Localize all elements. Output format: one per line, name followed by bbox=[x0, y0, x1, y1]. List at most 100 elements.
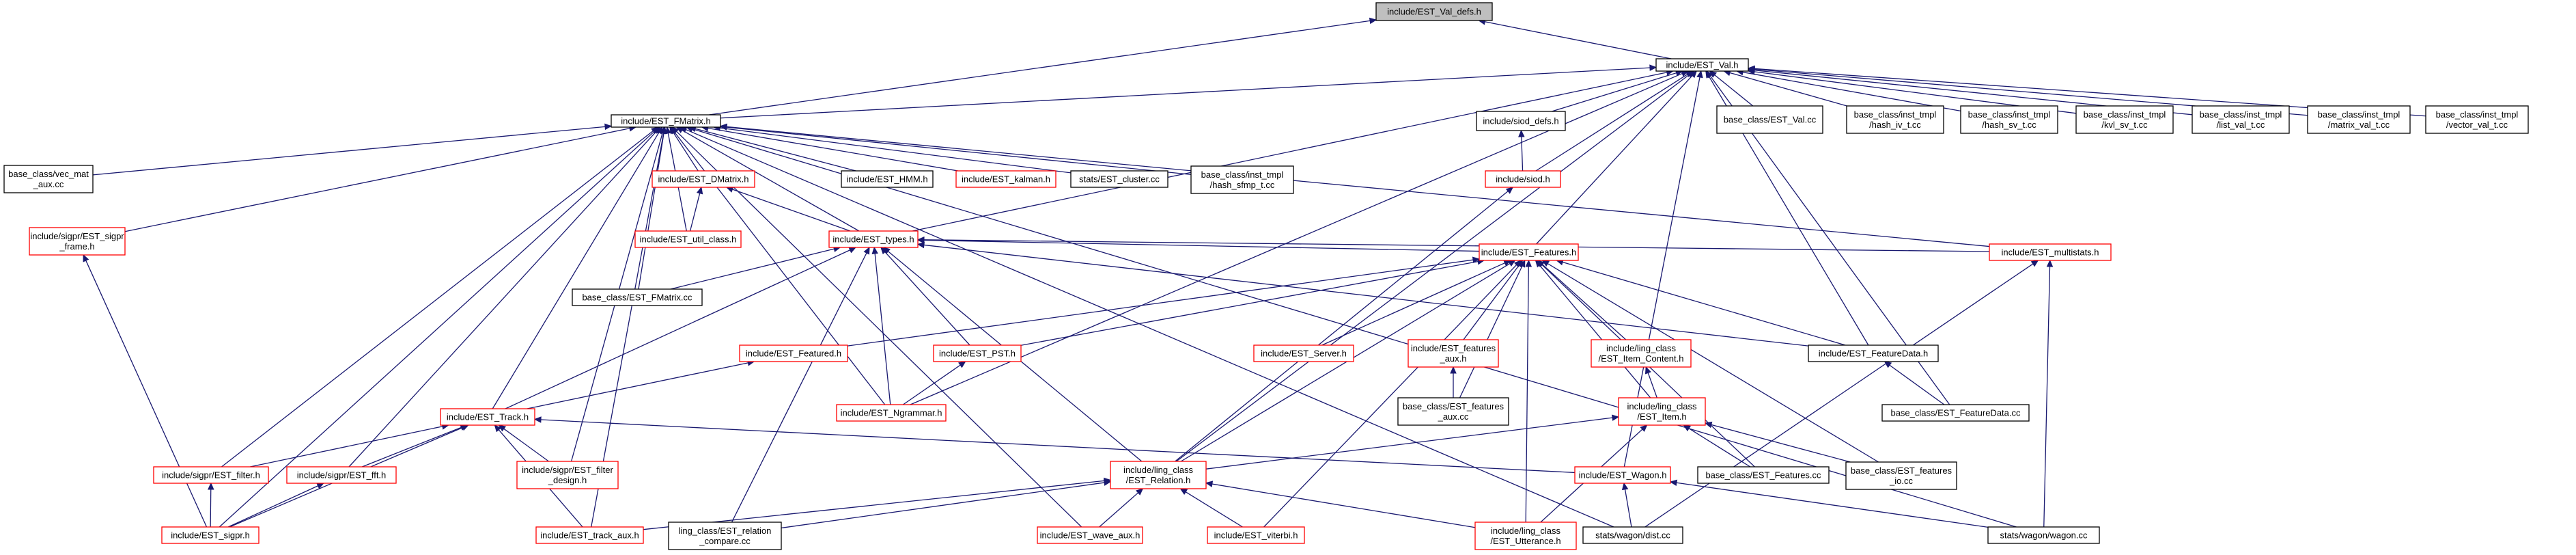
node-label: include/EST_util_class.h bbox=[640, 234, 737, 245]
node-box bbox=[634, 230, 742, 248]
edge-sigpr_h-to-fmatrix_h bbox=[219, 126, 660, 528]
node-vector-val[interactable]: base_class/inst_tmpl/vector_val_t.cc bbox=[2425, 105, 2529, 134]
node-label: base_class/EST_features bbox=[1403, 401, 1504, 411]
node-server[interactable]: include/EST_Server.h bbox=[1253, 344, 1354, 362]
node-hash-iv[interactable]: base_class/inst_tmpl/hash_iv_t.cc bbox=[1846, 105, 1944, 134]
node-wagon-cc[interactable]: stats/wagon/wagon.cc bbox=[1987, 526, 2100, 544]
node-box bbox=[29, 227, 126, 256]
edge-dist_cc-to-wagon_h bbox=[1621, 482, 1632, 528]
node-features-io[interactable]: base_class/EST_features_io.cc bbox=[1845, 461, 1957, 490]
node-util-class[interactable]: include/EST_util_class.h bbox=[634, 230, 742, 248]
node-val[interactable]: include/EST_Val.h bbox=[1655, 58, 1749, 72]
node-box bbox=[1574, 466, 1671, 484]
node-wave-aux[interactable]: include/EST_wave_aux.h bbox=[1037, 526, 1143, 544]
node-fmatrix-h[interactable]: include/EST_FMatrix.h bbox=[611, 114, 721, 128]
node-dmatrix[interactable]: include/EST_DMatrix.h bbox=[652, 170, 755, 188]
node-fmatrix-cc[interactable]: base_class/EST_FMatrix.cc bbox=[572, 288, 703, 306]
node-item[interactable]: include/ling_class/EST_Item.h bbox=[1618, 397, 1706, 426]
node-label: _io.cc bbox=[1889, 476, 1913, 486]
node-label: include/EST_features bbox=[1411, 343, 1496, 353]
node-features-aux-h[interactable]: include/EST_features_aux.h bbox=[1408, 339, 1499, 368]
node-types[interactable]: include/EST_types.h bbox=[828, 230, 919, 248]
node-box bbox=[1485, 170, 1561, 188]
node-track[interactable]: include/EST_Track.h bbox=[440, 408, 535, 426]
edge-multistats-to-types bbox=[916, 236, 1990, 252]
node-hash-sfmp[interactable]: base_class/inst_tmpl/hash_sfmp_t.cc bbox=[1190, 165, 1294, 194]
node-kvl-sv[interactable]: base_class/inst_tmpl/kvl_sv_t.cc bbox=[2075, 105, 2174, 134]
node-label: include/ling_class bbox=[1123, 465, 1193, 475]
node-siod-defs[interactable]: include/siod_defs.h bbox=[1476, 111, 1566, 131]
node-label: base_class/EST_features bbox=[1851, 465, 1952, 476]
node-wagon-h[interactable]: include/EST_Wagon.h bbox=[1574, 466, 1671, 484]
edge-utterance-to-features_h bbox=[1525, 259, 1532, 523]
edge-fmatrix_h-to-valdefs bbox=[709, 17, 1377, 116]
node-featuredata-cc[interactable]: base_class/EST_FeatureData.cc bbox=[1881, 404, 2030, 422]
node-box bbox=[652, 170, 755, 188]
node-box bbox=[933, 344, 1022, 362]
node-label: include/EST_wave_aux.h bbox=[1040, 530, 1140, 541]
node-label: _aux.h bbox=[1439, 353, 1466, 364]
edge-rel_compare-to-types bbox=[731, 246, 870, 523]
node-list-val[interactable]: base_class/inst_tmpl/list_val_t.cc bbox=[2192, 105, 2290, 134]
node-filter[interactable]: include/sigpr/EST_filter.h bbox=[153, 466, 269, 484]
node-box bbox=[516, 461, 619, 489]
node-cluster[interactable]: stats/EST_cluster.cc bbox=[1070, 170, 1168, 188]
node-label: _design.h bbox=[548, 475, 587, 485]
node-vec-mat[interactable]: base_class/vec_mat_aux.cc bbox=[3, 165, 94, 193]
node-relation[interactable]: include/ling_class/EST_Relation.h bbox=[1110, 461, 1207, 489]
node-matrix-val[interactable]: base_class/inst_tmpl/matrix_val_t.cc bbox=[2307, 105, 2411, 134]
node-ngrammar[interactable]: include/EST_Ngrammar.h bbox=[836, 404, 947, 422]
node-utterance[interactable]: include/ling_class/EST_Utterance.h bbox=[1474, 522, 1577, 550]
node-box bbox=[1474, 522, 1577, 550]
node-box bbox=[739, 344, 848, 362]
node-box bbox=[2192, 105, 2290, 134]
node-features-h[interactable]: include/EST_Features.h bbox=[1479, 243, 1579, 261]
node-box bbox=[1479, 243, 1579, 261]
edge-sigpr_h-to-filter bbox=[208, 482, 214, 528]
edge-hash_sfmp-to-fmatrix_h bbox=[719, 124, 1192, 176]
node-label: base_class/vec_mat bbox=[8, 169, 89, 179]
node-fft[interactable]: include/sigpr/EST_fft.h bbox=[286, 466, 397, 484]
node-label: stats/EST_cluster.cc bbox=[1079, 174, 1160, 185]
edge-fmatrix_h-to-val bbox=[720, 64, 1657, 119]
node-label: /kvl_sv_t.cc bbox=[2101, 120, 2148, 130]
node-dist-cc[interactable]: stats/wagon/dist.cc bbox=[1582, 526, 1683, 544]
edge-fft-to-track bbox=[361, 424, 468, 468]
node-box bbox=[1591, 339, 1692, 368]
node-hmm[interactable]: include/EST_HMM.h bbox=[841, 170, 934, 188]
node-sigpr-h[interactable]: include/EST_sigpr.h bbox=[161, 526, 260, 544]
edge-featured-to-features_h bbox=[847, 256, 1481, 347]
node-box bbox=[535, 526, 644, 544]
node-featuredata-h[interactable]: include/EST_FeatureData.h bbox=[1808, 344, 1939, 362]
node-filter-design[interactable]: include/sigpr/EST_filter_design.h bbox=[516, 461, 619, 489]
edge-viterbi-to-features_h bbox=[1263, 260, 1522, 528]
node-siod-h[interactable]: include/siod.h bbox=[1485, 170, 1561, 188]
node-hash-sv[interactable]: base_class/inst_tmpl/hash_sv_t.cc bbox=[1960, 105, 2058, 134]
node-rel-compare[interactable]: ling_class/EST_relation_compare.cc bbox=[668, 522, 782, 550]
node-track-aux[interactable]: include/EST_track_aux.h bbox=[535, 526, 644, 544]
node-label: include/EST_Ngrammar.h bbox=[841, 408, 942, 418]
node-label: /EST_Utterance.h bbox=[1490, 536, 1560, 546]
node-featured[interactable]: include/EST_Featured.h bbox=[739, 344, 848, 362]
node-viterbi[interactable]: include/EST_viterbi.h bbox=[1207, 526, 1305, 544]
edge-item-to-item_content bbox=[1644, 366, 1657, 398]
edge-features_h-to-types bbox=[916, 236, 1480, 252]
node-label: include/sigpr/EST_filter.h bbox=[162, 470, 260, 480]
edge-vec_mat-to-fmatrix_h bbox=[92, 123, 613, 176]
node-label: stats/wagon/dist.cc bbox=[1595, 530, 1670, 541]
node-val-cc[interactable]: base_class/EST_Val.cc bbox=[1716, 105, 1823, 134]
node-features-cc[interactable]: base_class/EST_Features.cc bbox=[1697, 466, 1830, 484]
edge-featuredata_cc-to-featuredata_h bbox=[1884, 361, 1945, 405]
node-sigpr-frame[interactable]: include/sigpr/EST_sigpr_frame.h bbox=[29, 227, 126, 256]
node-pst[interactable]: include/EST_PST.h bbox=[933, 344, 1022, 362]
edge-ngrammar-to-pst bbox=[903, 361, 966, 405]
node-kalman[interactable]: include/EST_kalman.h bbox=[955, 170, 1056, 188]
node-box bbox=[611, 114, 721, 128]
edge-features_aux_cc-to-features_aux_h bbox=[1450, 366, 1457, 398]
node-valdefs[interactable]: include/EST_Val_defs.h bbox=[1375, 2, 1493, 21]
node-label: include/EST_Featured.h bbox=[746, 349, 841, 359]
node-features-aux-cc[interactable]: base_class/EST_features_aux.cc bbox=[1397, 397, 1509, 426]
node-multistats[interactable]: include/EST_multistats.h bbox=[1989, 243, 2112, 261]
node-item-content[interactable]: include/ling_class/EST_Item_Content.h bbox=[1591, 339, 1692, 368]
